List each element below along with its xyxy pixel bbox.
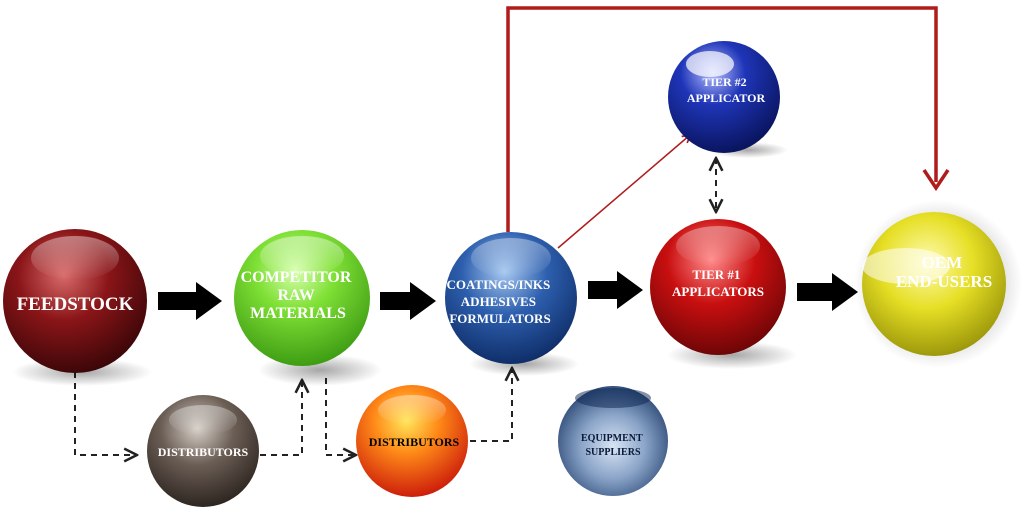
flow-arrow-3	[588, 271, 643, 309]
node-competitor: COMPETITOR RAW MATERIALS	[234, 230, 382, 386]
dashed-competitor-to-distributors	[325, 378, 356, 455]
node-tier2-label: TIER #2 APPLICATOR	[687, 75, 766, 105]
node-tier1-label: TIER #1 APPLICATORS	[672, 267, 764, 299]
node-distributors-a-label: DISTRIBUTORS	[158, 445, 249, 459]
flow-arrow-1	[158, 282, 222, 320]
node-feedstock-label: FEEDSTOCK	[17, 294, 134, 315]
node-competitor-label: COMPETITOR RAW MATERIALS	[241, 269, 356, 322]
node-tier2: TIER #2 APPLICATOR	[668, 41, 788, 158]
dashed-distributors-to-coatings	[470, 368, 512, 442]
flow-arrow-4	[797, 273, 858, 311]
node-distributors-a: DISTRIBUTORS	[147, 395, 259, 507]
node-coatings: COATINGS/INKS ADHESIVES FORMULATORS	[445, 232, 579, 376]
dashed-distributors-to-competitor	[260, 380, 302, 456]
node-feedstock: FEEDSTOCK	[3, 229, 152, 386]
flow-arrow-2	[380, 282, 436, 320]
node-equipment-label: EQUIPMENT SUPPLIERS	[581, 433, 645, 458]
node-distributors-b-label: DISTRIBUTORS	[369, 435, 460, 449]
node-oem: OEM END-USERS	[854, 200, 1022, 368]
arrow-coatings-to-tier2	[557, 135, 690, 249]
node-distributors-b: DISTRIBUTORS	[356, 385, 468, 497]
feedback-line-coatings-to-oem	[506, 6, 938, 232]
feedback-arrowhead	[922, 169, 950, 192]
node-equipment: EQUIPMENT SUPPLIERS	[558, 386, 668, 496]
dashed-feedstock-to-distributors	[74, 372, 137, 455]
node-tier1: TIER #1 APPLICATORS	[650, 219, 797, 369]
node-oem-label: OEM END-USERS	[896, 253, 992, 291]
node-coatings-label: COATINGS/INKS ADHESIVES FORMULATORS	[446, 277, 553, 326]
